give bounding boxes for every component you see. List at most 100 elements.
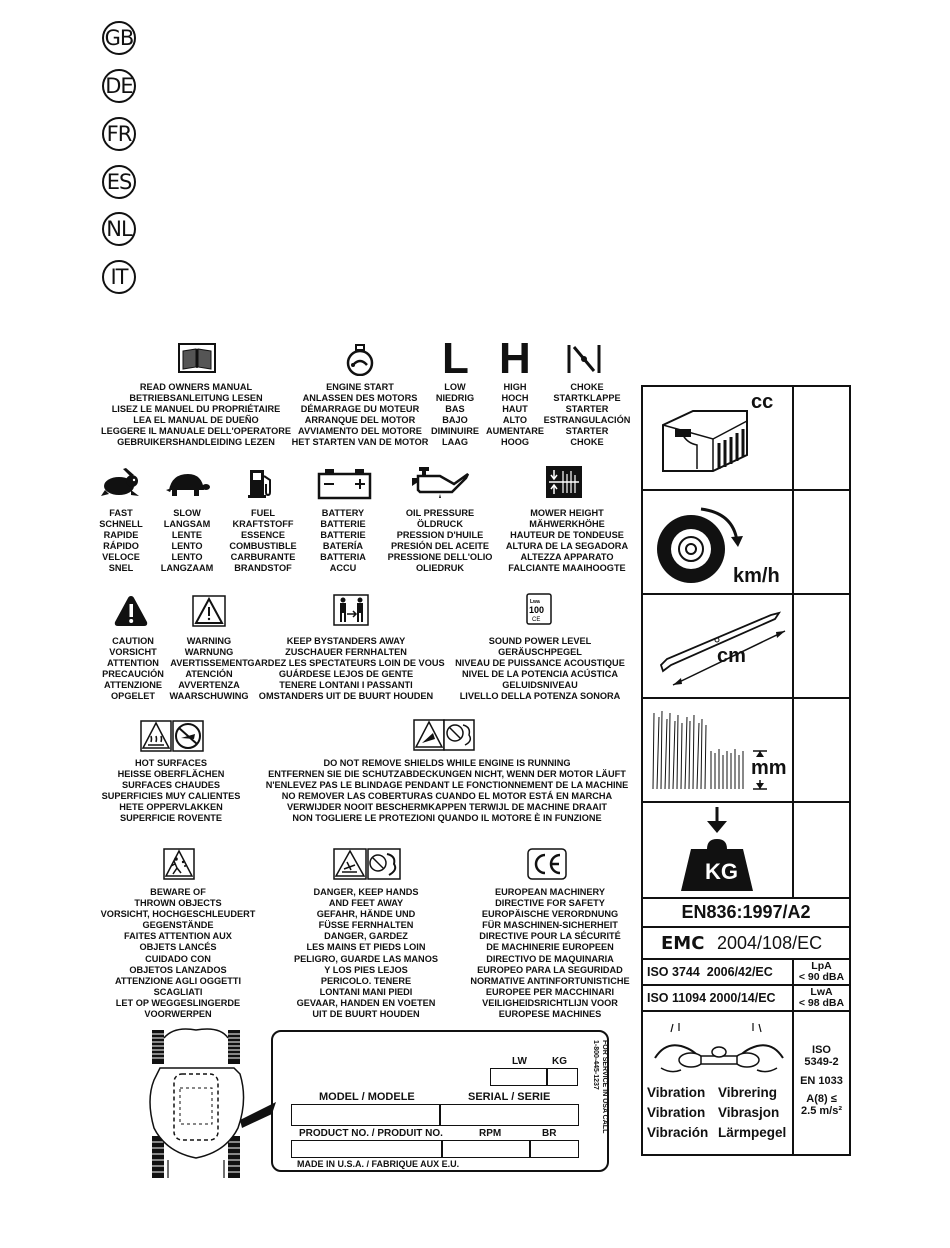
engine-start-icon [346, 344, 374, 376]
caption-battery: BATTERY BATTERIE BATTERIE BATERÍA BATTER… [320, 508, 366, 574]
vibration-fr: Vibration [647, 1105, 706, 1120]
spec-cc-cell: cc [643, 387, 849, 491]
caption-thrown-objects: BEWARE OF THROWN OBJECTS VORSICHT, HOCHG… [100, 887, 256, 1020]
caption-low: LOW NIEDRIG BAS BAJO DIMINUIRE LAAG [431, 382, 479, 448]
iso3744-cell: ISO 3744 2006/42/EC LpA < 90 dBA [643, 960, 849, 986]
hot-surface-icon [140, 720, 204, 752]
lang-gb: GB [102, 21, 136, 55]
caption-engine-start: ENGINE START ANLASSEN DES MOTORS DÉMARRA… [291, 382, 429, 448]
kg-field [546, 1068, 578, 1086]
vibration-en: Vibration [647, 1085, 706, 1100]
iso3744-label: ISO 3744 2006/42/EC [647, 965, 773, 979]
spec-cc-label: cc [751, 391, 774, 413]
sound-icon-value: 100 [529, 605, 544, 615]
product-no-field [291, 1140, 443, 1158]
vibration-no: Vibrasjon [718, 1105, 780, 1120]
low-letter-icon: L [442, 334, 469, 383]
lw-field [490, 1068, 548, 1086]
caption-fuel: FUEL KRAFTSTOFF ESSENCE COMBUSTIBLE CARB… [229, 508, 297, 574]
caption-choke: CHOKE STARTKLAPPE STARTER ESTRANGULACIÓN… [543, 382, 631, 448]
vibration-cell: Vibration Vibrering Vibration Vibrasjon … [643, 1012, 849, 1154]
caption-fast: FAST SCHNELL RAPIDE RÁPIDO VELOCE SNEL [99, 508, 143, 574]
lwa-label: LwA [810, 986, 833, 998]
caption-sound-power: SOUND POWER LEVEL GERÄUSCHPEGEL NIVEAU D… [455, 636, 625, 702]
sound-icon-lwa: Lwa [530, 599, 540, 605]
caption-read-manual: READ OWNERS MANUAL BETRIEBSANLEITUNG LES… [100, 382, 292, 448]
spec-weight-cell: KG [643, 803, 849, 899]
ce-mark-icon [527, 848, 567, 880]
sound-icon-ce: CE [532, 617, 540, 623]
spec-cut-height-cell: mm [643, 699, 849, 803]
weight-icon [681, 807, 753, 891]
caption-warning: WARNING WARNUNG AVERTISSEMENT ATENCIÓN A… [169, 636, 249, 702]
iso11094-label: ISO 11094 2000/14/EC [647, 991, 776, 1005]
caption-oil-pressure: OIL PRESSURE ÖLDRUCK PRESSION D'HUILE PR… [387, 508, 493, 574]
caption-caution: CAUTION VORSICHT ATTENTION PRECAUCIÓN AT… [102, 636, 164, 702]
spec-speed-label: km/h [733, 565, 780, 587]
engine-icon [662, 410, 748, 472]
vibration-de: Lärmpegel [718, 1125, 787, 1140]
caption-bystanders: KEEP BYSTANDERS AWAY ZUSCHAUER FERNHALTE… [247, 636, 445, 702]
caption-slow: SLOW LANGSAM LENTE LENTO LENTO LANGZAAM [160, 508, 214, 574]
en1033-label: EN 1033 [800, 1075, 843, 1087]
lw-label: LW [512, 1056, 527, 1067]
service-phone: 1-800-445-1237 [592, 1040, 599, 1090]
iso11094-cell: ISO 11094 2000/14/EC LwA < 98 dBA [643, 986, 849, 1012]
spec-cut-width-label: cm [717, 645, 746, 667]
lang-nl: NL [102, 212, 136, 246]
choke-icon [567, 345, 601, 373]
emc-label: EMC [661, 933, 705, 954]
turtle-icon [166, 474, 210, 496]
lang-es: ES [102, 165, 136, 199]
model-label: MODEL / MODELE [319, 1091, 415, 1103]
spec-cut-width-cell: cm [643, 595, 849, 699]
sound-level-icon: Lwa 100 CE [526, 593, 552, 625]
caption-hands-feet: DANGER, KEEP HANDS AND FEET AWAY GEFAHR,… [294, 887, 438, 1020]
lpa-value: < 90 dBA [798, 971, 845, 983]
product-no-label: PRODUCT NO. / PRODUIT NO. [299, 1128, 443, 1139]
caption-shields: DO NOT REMOVE SHIELDS WHILE ENGINE IS RU… [265, 758, 629, 824]
high-letter-icon: H [499, 334, 531, 383]
vibration-sv: Vibrering [718, 1085, 778, 1100]
br-label: BR [542, 1128, 557, 1139]
serial-label-plate: LW KG MODEL / MODELE SERIAL / SERIE PROD… [271, 1030, 609, 1172]
rabbit-icon [101, 468, 139, 496]
serial-label: SERIAL / SERIE [468, 1091, 551, 1103]
serial-field [439, 1104, 579, 1126]
caption-hot-surfaces: HOT SURFACES HEISSE OBERFLÄCHEN SURFACES… [101, 758, 241, 824]
lpa-label: LpA [811, 960, 832, 972]
made-in-label: MADE IN U.S.A. / FABRIQUE AUX E.U. [297, 1159, 460, 1169]
a8-value: 2.5 m/s² [801, 1105, 842, 1117]
thrown-objects-icon [163, 848, 195, 880]
service-text: FOR SERVICE IN USA CALL 1-800-445-1237 [585, 1040, 609, 1170]
hands-feet-icon [333, 848, 401, 880]
caption-european-machinery: EUROPEAN MACHINERY DIRECTIVE FOR SAFETY … [470, 887, 630, 1020]
battery-icon [317, 469, 372, 500]
caption-high: HIGH HOCH HAUT ALTO AUMENTARE HOOG [485, 382, 545, 448]
rpm-label: RPM [479, 1128, 502, 1139]
bystanders-icon [333, 594, 369, 626]
spec-weight-label: KG [705, 859, 738, 884]
emc-cell: EMC 2004/108/EC [643, 928, 849, 960]
kg-label: KG [552, 1056, 567, 1067]
lang-de: DE [102, 69, 136, 103]
blade-icon [659, 611, 786, 686]
br-field [529, 1140, 579, 1158]
warning-icon [192, 595, 226, 627]
spec-panel: cc km/h cm [641, 385, 851, 1156]
iso5349-label: ISO 5349-2 [804, 1044, 839, 1068]
caption-mower-height: MOWER HEIGHT MÄHWERKHÖHE HAUTEUR DE TOND… [505, 508, 629, 574]
lwa-value: < 98 dBA [798, 997, 845, 1009]
fuel-pump-icon [248, 470, 271, 498]
grass-icon [652, 710, 767, 790]
model-field [291, 1104, 441, 1126]
oil-can-icon [412, 467, 470, 498]
emc-value: 2004/108/EC [717, 933, 823, 953]
mower-height-icon [546, 466, 582, 498]
wheel-icon [657, 507, 743, 583]
lang-it: IT [102, 260, 136, 294]
spec-speed-cell: km/h [643, 491, 849, 595]
caution-icon [114, 596, 148, 626]
spec-cut-height-label: mm [751, 757, 787, 780]
shields-icon [413, 719, 475, 751]
